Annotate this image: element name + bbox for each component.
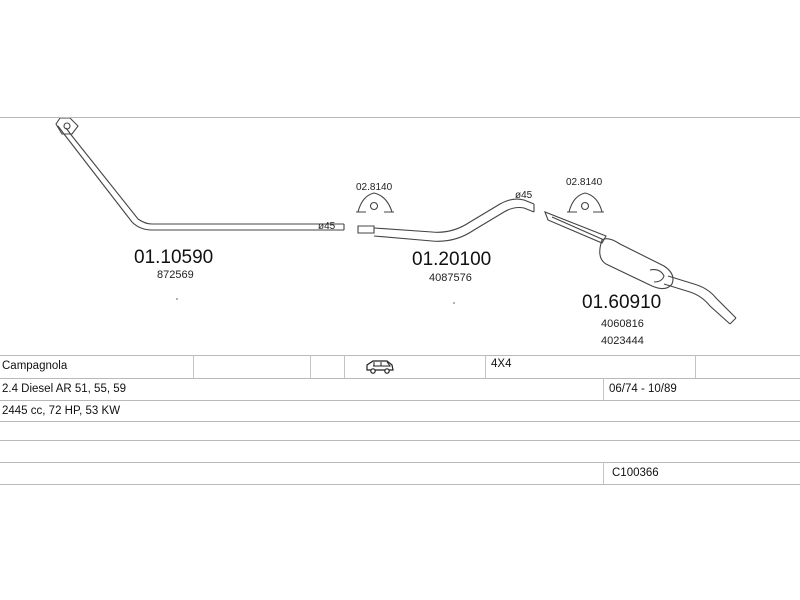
divider xyxy=(0,484,800,485)
column-separator xyxy=(603,378,604,400)
drive-type: 4X4 xyxy=(491,358,512,370)
clamp-code: 02.8140 xyxy=(566,177,603,188)
flange-icon xyxy=(55,117,79,135)
divider xyxy=(0,400,800,401)
clamp-icon xyxy=(356,192,394,213)
part-code: 01.10590 xyxy=(134,247,213,268)
engine-specs: 2445 cc, 72 HP, 53 KW xyxy=(2,405,121,417)
rear-silencer xyxy=(544,211,737,325)
part-ref: 4023444 xyxy=(601,335,644,347)
catalog-code: C100366 xyxy=(612,467,659,479)
pipe-diameter: ø45 xyxy=(515,190,533,201)
column-separator xyxy=(603,462,604,484)
divider xyxy=(0,355,800,356)
column-separator xyxy=(695,355,696,378)
front-pipe xyxy=(57,125,345,231)
pipe-diameter: ø45 xyxy=(318,221,336,232)
part-code: 01.60910 xyxy=(582,292,661,313)
part-code: 01.20100 xyxy=(412,249,491,270)
divider xyxy=(0,378,800,379)
engine-info: 2.4 Diesel AR 51, 55, 59 xyxy=(2,383,127,395)
divider xyxy=(0,462,800,463)
middle-pipe xyxy=(357,198,535,242)
column-separator xyxy=(310,355,311,378)
column-separator xyxy=(193,355,194,378)
divider xyxy=(0,421,800,422)
car-icon xyxy=(365,358,395,378)
divider xyxy=(0,440,800,441)
column-separator xyxy=(485,355,486,378)
column-separator xyxy=(344,355,345,378)
divider xyxy=(0,117,800,118)
part-ref: 872569 xyxy=(157,269,194,281)
exhaust-diagram: 01.10590 872569 ø45 01.20100 4087576 ø45… xyxy=(55,117,737,347)
clamp-icon xyxy=(567,192,604,213)
part-ref: 4087576 xyxy=(429,272,472,284)
clamp-code: 02.8140 xyxy=(356,182,393,193)
production-years: 06/74 - 10/89 xyxy=(609,383,677,395)
vehicle-model: Campagnola xyxy=(2,360,68,372)
part-ref: 4060816 xyxy=(601,318,644,330)
